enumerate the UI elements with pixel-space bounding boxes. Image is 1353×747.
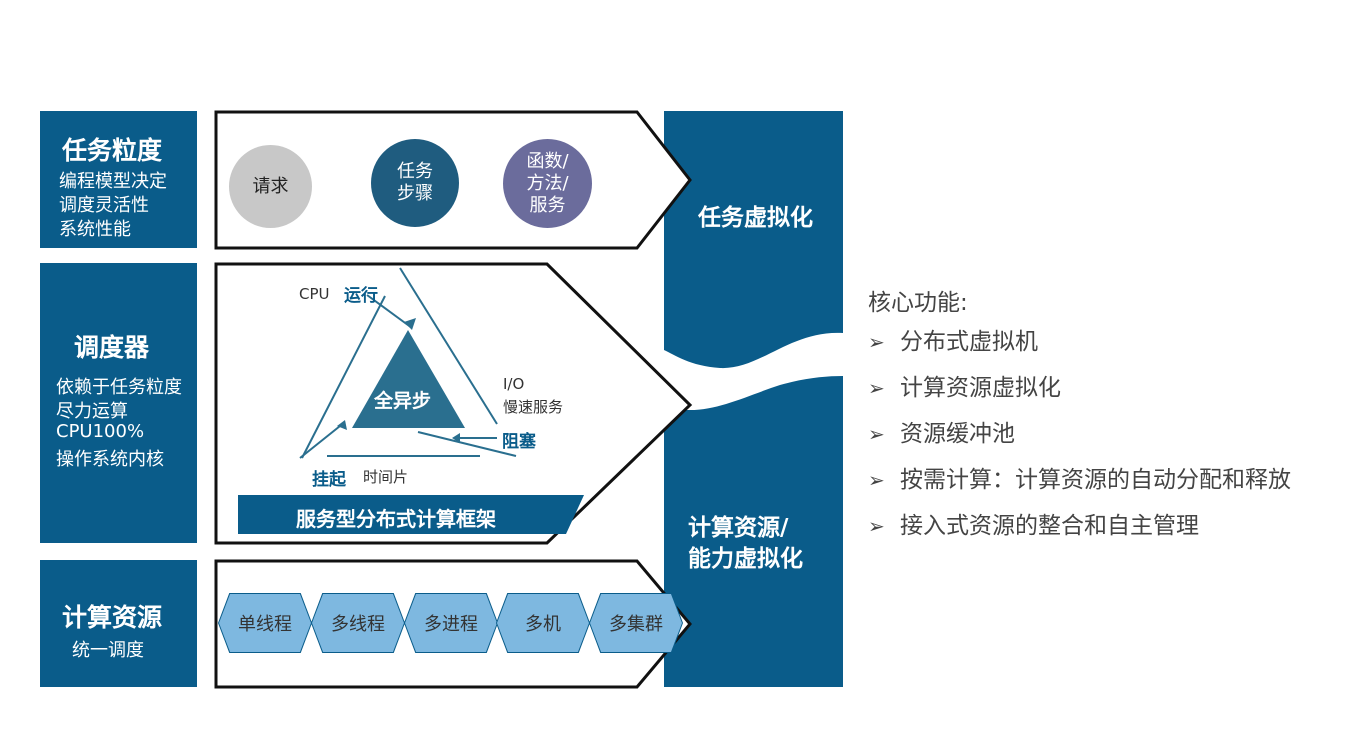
arrow-bullet-icon: ➢ — [868, 468, 885, 492]
async-label: 全异步 — [374, 390, 432, 412]
granularity-line: 编程模型决定 — [59, 171, 167, 192]
feature-text: 资源缓冲池 — [900, 421, 1015, 447]
request-circle: 请求 — [229, 145, 312, 228]
timeslice-label: 时间片 — [363, 468, 409, 486]
resource-virtualization-label-line2: 能力虚拟化 — [688, 546, 803, 572]
feature-item: ➢ 资源缓冲池 — [868, 414, 1015, 448]
hexagon-label: 单线程 — [219, 594, 311, 652]
resources-box: 计算资源 统一调度 — [40, 560, 197, 687]
granularity-title: 任务粒度 — [62, 136, 163, 165]
scheduler-line: 尽力运算 — [56, 401, 128, 422]
resource-virtualization-label-line1: 计算资源/ — [688, 515, 789, 541]
scheduler-line: 操作系统内核 — [56, 449, 164, 470]
function-label: 函数/ 方法/ 服务 — [526, 150, 569, 216]
slow-service-label: 慢速服务 — [503, 398, 564, 416]
task-step-circle: 任务 步骤 — [371, 139, 459, 227]
hexagon-label: 多集群 — [590, 594, 682, 652]
cpu-label: CPU — [299, 285, 330, 303]
granularity-box: 任务粒度 编程模型决定 调度灵活性 系统性能 — [40, 111, 197, 248]
feature-text: 接入式资源的整合和自主管理 — [900, 513, 1199, 539]
async-triangle — [352, 330, 465, 428]
hexagon-label: 多进程 — [405, 594, 497, 652]
granularity-line: 系统性能 — [59, 219, 131, 240]
hexagon: 多线程 — [311, 593, 405, 653]
block-label: 阻塞 — [502, 432, 536, 452]
framework-banner — [238, 495, 584, 534]
feature-item: ➢ 按需计算：计算资源的自动分配和释放 — [868, 460, 1291, 494]
framework-banner-label: 服务型分布式计算框架 — [296, 507, 496, 531]
feature-text: 计算资源虚拟化 — [900, 375, 1061, 401]
scheduler-frame — [214, 262, 693, 545]
granularity-line: 调度灵活性 — [59, 195, 149, 216]
scheduler-line: 依赖于任务粒度 — [56, 377, 182, 398]
resources-title: 计算资源 — [62, 603, 163, 632]
feature-item: ➢ 接入式资源的整合和自主管理 — [868, 506, 1199, 540]
suspend-label: 挂起 — [312, 470, 346, 490]
hexagon-label: 多机 — [497, 594, 589, 652]
hexagon: 单线程 — [218, 593, 312, 653]
virtualization-column — [664, 376, 843, 687]
scheduler-box: 调度器 依赖于任务粒度 尽力运算 CPU100% 操作系统内核 — [40, 263, 197, 543]
feature-item: ➢ 计算资源虚拟化 — [868, 368, 1061, 402]
resources-line: 统一调度 — [72, 640, 144, 661]
hexagon: 多机 — [496, 593, 590, 653]
run-label: 运行 — [344, 286, 378, 306]
arrow-bullet-icon: ➢ — [868, 422, 885, 446]
hexagon: 多进程 — [404, 593, 498, 653]
features-title: 核心功能: — [868, 290, 968, 316]
feature-text: 分布式虚拟机 — [900, 329, 1038, 355]
request-label: 请求 — [252, 175, 289, 197]
virtualization-column — [664, 111, 843, 369]
function-circle: 函数/ 方法/ 服务 — [503, 139, 592, 228]
hexagon-label: 多线程 — [312, 594, 404, 652]
cycle-arrowhead — [337, 420, 347, 430]
cycle-arrowhead — [452, 433, 460, 443]
scheduler-title: 调度器 — [74, 333, 150, 362]
arrow-bullet-icon: ➢ — [868, 376, 885, 400]
io-label: I/O — [503, 375, 525, 393]
cycle-arrowhead — [404, 318, 416, 330]
feature-text: 按需计算：计算资源的自动分配和释放 — [900, 467, 1291, 493]
arrow-bullet-icon: ➢ — [868, 330, 885, 354]
task-virtualization-label: 任务虚拟化 — [698, 205, 813, 231]
feature-item: ➢ 分布式虚拟机 — [868, 322, 1038, 356]
scheduler-line: CPU100% — [56, 421, 145, 442]
task-step-label: 任务 步骤 — [397, 161, 433, 204]
hexagon: 多集群 — [589, 593, 683, 653]
arrow-bullet-icon: ➢ — [868, 514, 885, 538]
